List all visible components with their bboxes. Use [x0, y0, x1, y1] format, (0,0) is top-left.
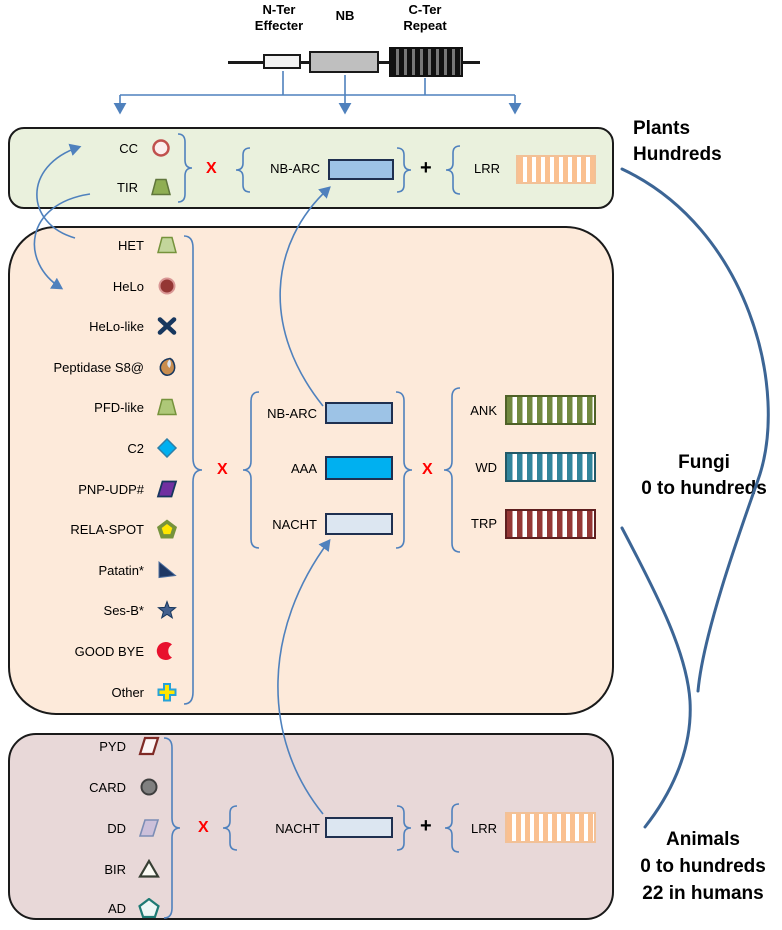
fungi-wd-box [505, 452, 596, 482]
tir-icon [151, 178, 171, 196]
pfd-like-icon [157, 398, 177, 416]
ad-label: AD [107, 900, 126, 916]
fungi-effector-row-good-bye: GOOD BYE [10, 639, 178, 663]
plants-lrr-box [516, 155, 596, 184]
helo-like-icon [157, 317, 177, 335]
other-icon [157, 683, 177, 702]
cc-icon [152, 139, 170, 157]
animals-nacht-label: NACHT [275, 821, 320, 836]
helo-icon [158, 277, 176, 295]
plants-effector-row-tir: TIR [10, 175, 172, 199]
fungi-trp-box [505, 509, 596, 539]
n-ter-effecter-label: N-Ter Effecter [254, 2, 304, 33]
fungi-effector-row-ses-b: Ses-B* [10, 598, 178, 622]
patatin-icon [158, 560, 177, 579]
animals-side-label: Animals 0 to hundreds 22 in humans [640, 829, 766, 904]
fungi-ank-label: ANK [470, 403, 497, 418]
animals-effector-row-ad: AD [10, 896, 160, 920]
helo-label: HeLo [112, 278, 144, 294]
fungi-effector-row-pfd: PFD-like [10, 395, 178, 419]
patatin-label: Patatin* [98, 562, 144, 578]
fungi-effector-row-other: Other [10, 680, 178, 704]
fungi-effector-row-helo: HeLo [10, 274, 178, 298]
fungi-effector-row-patatin: Patatin* [10, 558, 178, 582]
cc-label: CC [119, 140, 138, 156]
bir-label: BIR [104, 861, 126, 877]
c2-label: C2 [127, 440, 144, 456]
card-icon [140, 778, 158, 796]
fungi-side-label: Fungi 0 to hundreds [641, 452, 767, 499]
plants-effector-row-cc: CC [10, 136, 172, 160]
other-label: Other [111, 684, 144, 700]
good-bye-label: GOOD BYE [74, 643, 144, 659]
fungi-x-mark-right: X [422, 461, 433, 478]
ses-b-icon [157, 600, 177, 619]
card-label: CARD [89, 779, 126, 795]
animals-plus-mark: + [420, 815, 432, 837]
pyd-label: PYD [99, 738, 126, 754]
c-ter-repeat-label: C-Ter Repeat [403, 2, 447, 33]
fungi-aaa-label: AAA [290, 461, 317, 476]
peptidase-label: Peptidase S8@ [53, 359, 144, 375]
rela-spot-label: RELA-SPOT [70, 521, 144, 537]
animals-effector-row-card: CARD [10, 775, 160, 799]
fungi-nb-arc-box [325, 402, 393, 424]
fungi-nacht-label: NACHT [272, 517, 317, 532]
peptidase-icon [159, 357, 176, 376]
plants-nb-arc-box [328, 159, 394, 180]
pnp-udp-label: PNP-UDP# [78, 481, 144, 497]
tir-label: TIR [117, 179, 138, 195]
plants-plus-mark: + [420, 157, 432, 179]
pnp-udp-icon [156, 480, 178, 498]
animals-lrr-box [505, 812, 596, 843]
plants-side-label: Plants Hundreds [633, 118, 722, 165]
het-label: HET [118, 237, 144, 253]
animals-x-mark: X [198, 819, 209, 836]
c2-icon [156, 438, 178, 458]
nb-box [309, 51, 379, 73]
good-bye-icon [156, 642, 172, 660]
n-ter-effecter-box [263, 54, 301, 69]
plants-fungi-curve [620, 167, 770, 693]
plants-nb-arc-label: NB-ARC [270, 161, 320, 176]
ad-icon [138, 898, 160, 918]
animals-effector-row-pyd: PYD [10, 734, 160, 758]
fungi-animals-curve [620, 526, 692, 829]
animals-lrr-label: LRR [470, 821, 497, 836]
fungi-effector-row-helo-like: HeLo-like [10, 314, 178, 338]
bir-icon [138, 859, 160, 878]
plants-lrr-label: LRR [473, 161, 500, 176]
fungi-nacht-box [325, 513, 393, 535]
c-ter-repeat-box [389, 47, 463, 77]
animals-effector-row-bir: BIR [10, 857, 160, 881]
fungi-effector-row-het: HET [10, 233, 178, 257]
helo-like-label: HeLo-like [89, 318, 144, 334]
rela-spot-icon [157, 519, 177, 539]
fungi-nb-arc-label: NB-ARC [267, 406, 317, 421]
dd-icon [138, 819, 160, 837]
dd-label: DD [107, 820, 126, 836]
het-icon [157, 236, 177, 254]
fungi-aaa-box [325, 456, 393, 480]
ses-b-label: Ses-B* [103, 602, 144, 618]
nb-label: NB [335, 8, 355, 23]
pyd-icon [138, 736, 160, 756]
fungi-effector-row-peptidase: Peptidase S8@ [10, 355, 178, 379]
fungi-effector-row-pnp-udp: PNP-UDP# [10, 477, 178, 501]
fungi-trp-label: TRP [471, 516, 497, 531]
plants-x-mark: X [206, 160, 217, 177]
pfd-like-label: PFD-like [94, 399, 144, 415]
fungi-effector-row-rela-spot: RELA-SPOT [10, 517, 178, 541]
animals-nacht-box [325, 817, 393, 838]
fungi-wd-label: WD [475, 460, 497, 475]
fungi-ank-box [505, 395, 596, 425]
animals-effector-row-dd: DD [10, 816, 160, 840]
fungi-x-mark-left: X [217, 461, 228, 478]
fungi-effector-row-c2: C2 [10, 436, 178, 460]
